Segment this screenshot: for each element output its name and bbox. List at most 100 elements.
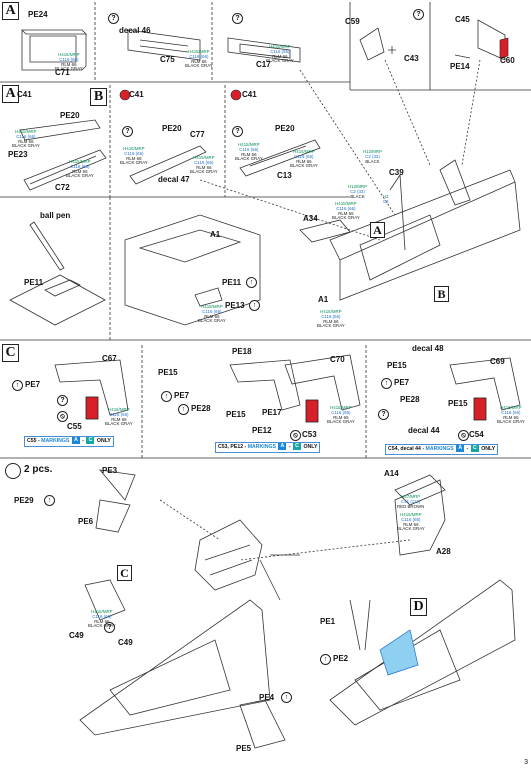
part-label-pe15-d: PE15 xyxy=(448,399,468,408)
part-label-pe14: PE14 xyxy=(450,62,470,71)
part-label-pe11-b: PE11 xyxy=(222,278,242,287)
part-label-pe18: PE18 xyxy=(232,347,252,356)
optional-icon-6: ? xyxy=(57,395,68,406)
part-label-a1-b: A1 xyxy=(318,295,329,304)
part-label-pe28-b: PE28 xyxy=(400,395,420,404)
part-label-pe28-a: PE28 xyxy=(191,404,211,413)
part-label-c49-b: C49 xyxy=(118,638,133,647)
part-label-pe29: PE29 xyxy=(14,496,34,505)
bend-icon-4: ↑ xyxy=(161,391,172,402)
part-label-c39: C39 xyxy=(389,168,404,177)
no-glue-icon-3: ⦸ xyxy=(458,430,469,441)
part-label-c17: C17 xyxy=(256,60,271,69)
part-label-pe24: PE24 xyxy=(28,10,48,19)
part-label-a1-a: A1 xyxy=(210,230,221,239)
section-a-tag: A xyxy=(2,2,19,20)
part-label-c41-c: C41 xyxy=(242,90,257,99)
section-b-tag: B xyxy=(90,88,107,106)
ball-pen-label: ball pen xyxy=(40,211,71,220)
part-label-pe1: PE1 xyxy=(320,617,336,626)
part-label-c72: C72 xyxy=(55,183,70,192)
markings-note-c54: C54, decal 44 - MARKINGS A - C ONLY xyxy=(385,444,499,455)
bend-icon: ↑ xyxy=(246,277,257,288)
section-b-ref: B xyxy=(434,286,449,302)
part-label-c67: C67 xyxy=(102,354,117,363)
part-label-pe20-b: PE20 xyxy=(162,124,182,133)
part-label-pe15-c: PE15 xyxy=(387,361,407,370)
optional-icon-5: ? xyxy=(232,126,243,137)
no-glue-icon-2: ⦸ xyxy=(290,430,301,441)
part-label-pe7-a: PE7 xyxy=(25,380,41,389)
part-label-pe15-a: PE15 xyxy=(158,368,178,377)
part-label-pe5: PE5 xyxy=(236,744,252,753)
part-label-c45: C45 xyxy=(455,15,470,24)
part-label-pe15-b: PE15 xyxy=(226,410,246,419)
markings-note-c55: C55 - MARKINGS A - C ONLY xyxy=(24,436,114,447)
optional-icon: ? xyxy=(108,13,119,24)
part-label-pe12: PE12 xyxy=(252,426,272,435)
bend-icon-6: ↑ xyxy=(381,378,392,389)
part-label-c43: C43 xyxy=(404,54,419,63)
section-d-tag: D xyxy=(410,598,427,616)
part-label-c77: C77 xyxy=(190,130,205,139)
quantity-icon xyxy=(5,463,21,479)
optional-icon-4: ? xyxy=(122,126,133,137)
part-label-a34: A34 xyxy=(303,214,318,223)
decal-label-46: decal 46 xyxy=(119,26,151,35)
part-label-pe23: PE23 xyxy=(8,150,28,159)
bend-icon-8: ↑ xyxy=(320,654,331,665)
optional-icon-8: ? xyxy=(104,622,115,633)
section-a-ref: A xyxy=(370,222,385,238)
bend-icon-3: ↑ xyxy=(12,380,23,391)
part-label-pe6: PE6 xyxy=(78,517,94,526)
part-label-c60: C60 xyxy=(500,56,515,65)
optional-icon-2: ? xyxy=(232,13,243,24)
section-c-ref: C xyxy=(117,565,132,581)
decal-label-47: decal 47 xyxy=(158,175,190,184)
part-label-c71: C71 xyxy=(55,68,70,77)
part-label-c75: C75 xyxy=(160,55,175,64)
bend-icon-5: ↑ xyxy=(178,404,189,415)
optional-icon-3: ? xyxy=(413,9,424,20)
page-number: 3 xyxy=(524,759,528,766)
part-label-c54: C54 xyxy=(469,430,484,439)
markings-note-c53: C53, PE12 - MARKINGS A - C ONLY xyxy=(215,442,321,453)
part-label-pe17: PE17 xyxy=(262,408,282,417)
part-label-pe20-c: PE20 xyxy=(275,124,295,133)
section-c-tag: C xyxy=(2,344,19,362)
part-label-pe11-a: PE11 xyxy=(24,278,44,287)
decal-label-44: decal 44 xyxy=(408,426,440,435)
part-label-a28: A28 xyxy=(436,547,451,556)
part-label-pe3: PE3 xyxy=(102,466,118,475)
section-a-tag-2: A xyxy=(2,85,19,103)
part-label-c49-a: C49 xyxy=(69,631,84,640)
part-label-pe7-b: PE7 xyxy=(174,391,190,400)
part-label-pe4: PE4 xyxy=(259,693,275,702)
part-label-c53: C53 xyxy=(302,430,317,439)
part-label-pe7-c: PE7 xyxy=(394,378,410,387)
part-label-c55: C55 xyxy=(67,422,82,431)
part-label-c41-b: C41 xyxy=(129,90,144,99)
part-label-pe20-a: PE20 xyxy=(60,111,80,120)
no-glue-icon: ⦸ xyxy=(57,411,68,422)
